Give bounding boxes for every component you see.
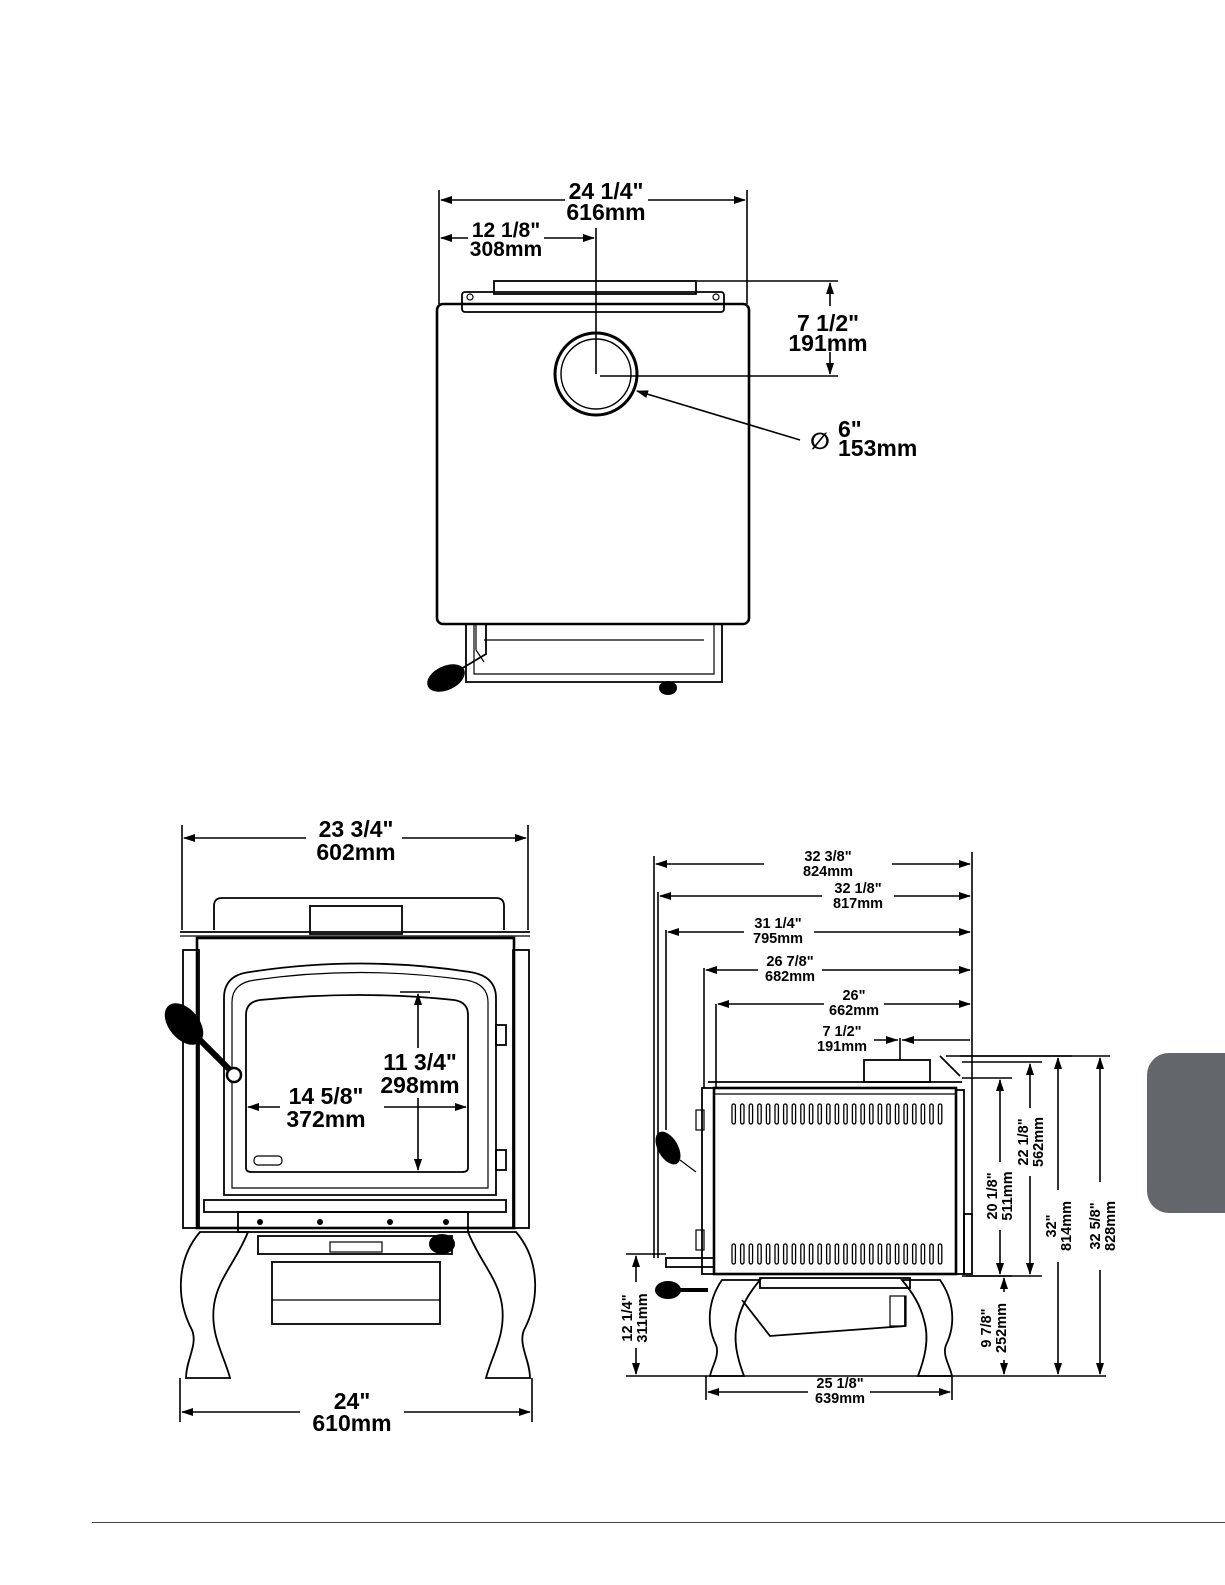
flue-depth-mm: 191mm (788, 330, 867, 356)
flue-setback-in: 7 1/2" (822, 1024, 861, 1040)
leg-height-mm: 252mm (994, 1303, 1010, 1353)
front-view-griddle (214, 898, 504, 930)
body-h1-in: 20 1/8" (985, 1172, 1001, 1219)
section-tab (1147, 1053, 1225, 1213)
depth3-mm: 795mm (753, 931, 803, 947)
handle-height-mm: 311mm (635, 1293, 651, 1342)
depth4-in: 26 7/8" (766, 954, 813, 970)
side-view: 32 3/8" 824mm 32 1/8" 817mm 31 1/4" 795m… (620, 849, 1119, 1407)
depth1-mm: 824mm (803, 864, 853, 880)
top-view-ashlip (466, 624, 722, 682)
flue-center-mm: 308mm (470, 238, 542, 261)
top-width-mm: 616mm (566, 199, 645, 225)
base-width-mm: 639mm (815, 1391, 865, 1407)
depth5-in: 26" (842, 988, 865, 1004)
glass-width-mm: 372mm (286, 1106, 365, 1132)
leg-width-mm: 610mm (312, 1410, 391, 1436)
depth4-mm: 682mm (765, 969, 815, 985)
leg-height-in: 9 7/8" (979, 1308, 995, 1347)
base-width-in: 25 1/8" (816, 1376, 863, 1392)
body-h1-mm: 511mm (1000, 1171, 1016, 1220)
depth2-in: 32 1/8" (834, 881, 881, 897)
glass-height-mm: 298mm (380, 1072, 459, 1098)
front-top-width-mm: 602mm (316, 839, 395, 865)
handle-height-in: 12 1/4" (620, 1294, 636, 1341)
depth3-in: 31 1/4" (754, 916, 801, 932)
depth1-in: 32 3/8" (804, 849, 851, 865)
total-h1-in: 32" (1044, 1214, 1060, 1237)
flue-setback-mm: 191mm (817, 1039, 867, 1055)
body-h2-in: 22 1/8" (1016, 1118, 1032, 1165)
footer-rule (92, 1522, 1225, 1523)
front-view-left-leg (181, 1232, 248, 1378)
total-h2-in: 32 5/8" (1088, 1202, 1104, 1249)
total-h2-mm: 828mm (1103, 1201, 1119, 1251)
side-view-handle-knob (650, 1127, 685, 1168)
top-view-handle-rod (456, 624, 486, 672)
depth5-mm: 662mm (829, 1003, 879, 1019)
flue-diameter-mm: 153mm (838, 435, 917, 461)
depth2-mm: 817mm (833, 896, 883, 912)
top-view-handle-knob (423, 659, 469, 698)
body-h2-mm: 562mm (1031, 1117, 1047, 1167)
diameter-symbol: ∅ (810, 428, 830, 454)
side-view-rear-leg (902, 1280, 952, 1376)
top-view: 24 1/4" 616mm 12 1/8" 308mm 7 1/2" 191mm… (423, 178, 917, 697)
front-view-right-leg (468, 1232, 535, 1378)
front-view: 23 3/4" 602mm 11 3/4" 298mm 14 5/8" 372m… (157, 816, 535, 1436)
side-view-front-leg (710, 1280, 760, 1376)
total-h1-mm: 814mm (1059, 1201, 1075, 1251)
